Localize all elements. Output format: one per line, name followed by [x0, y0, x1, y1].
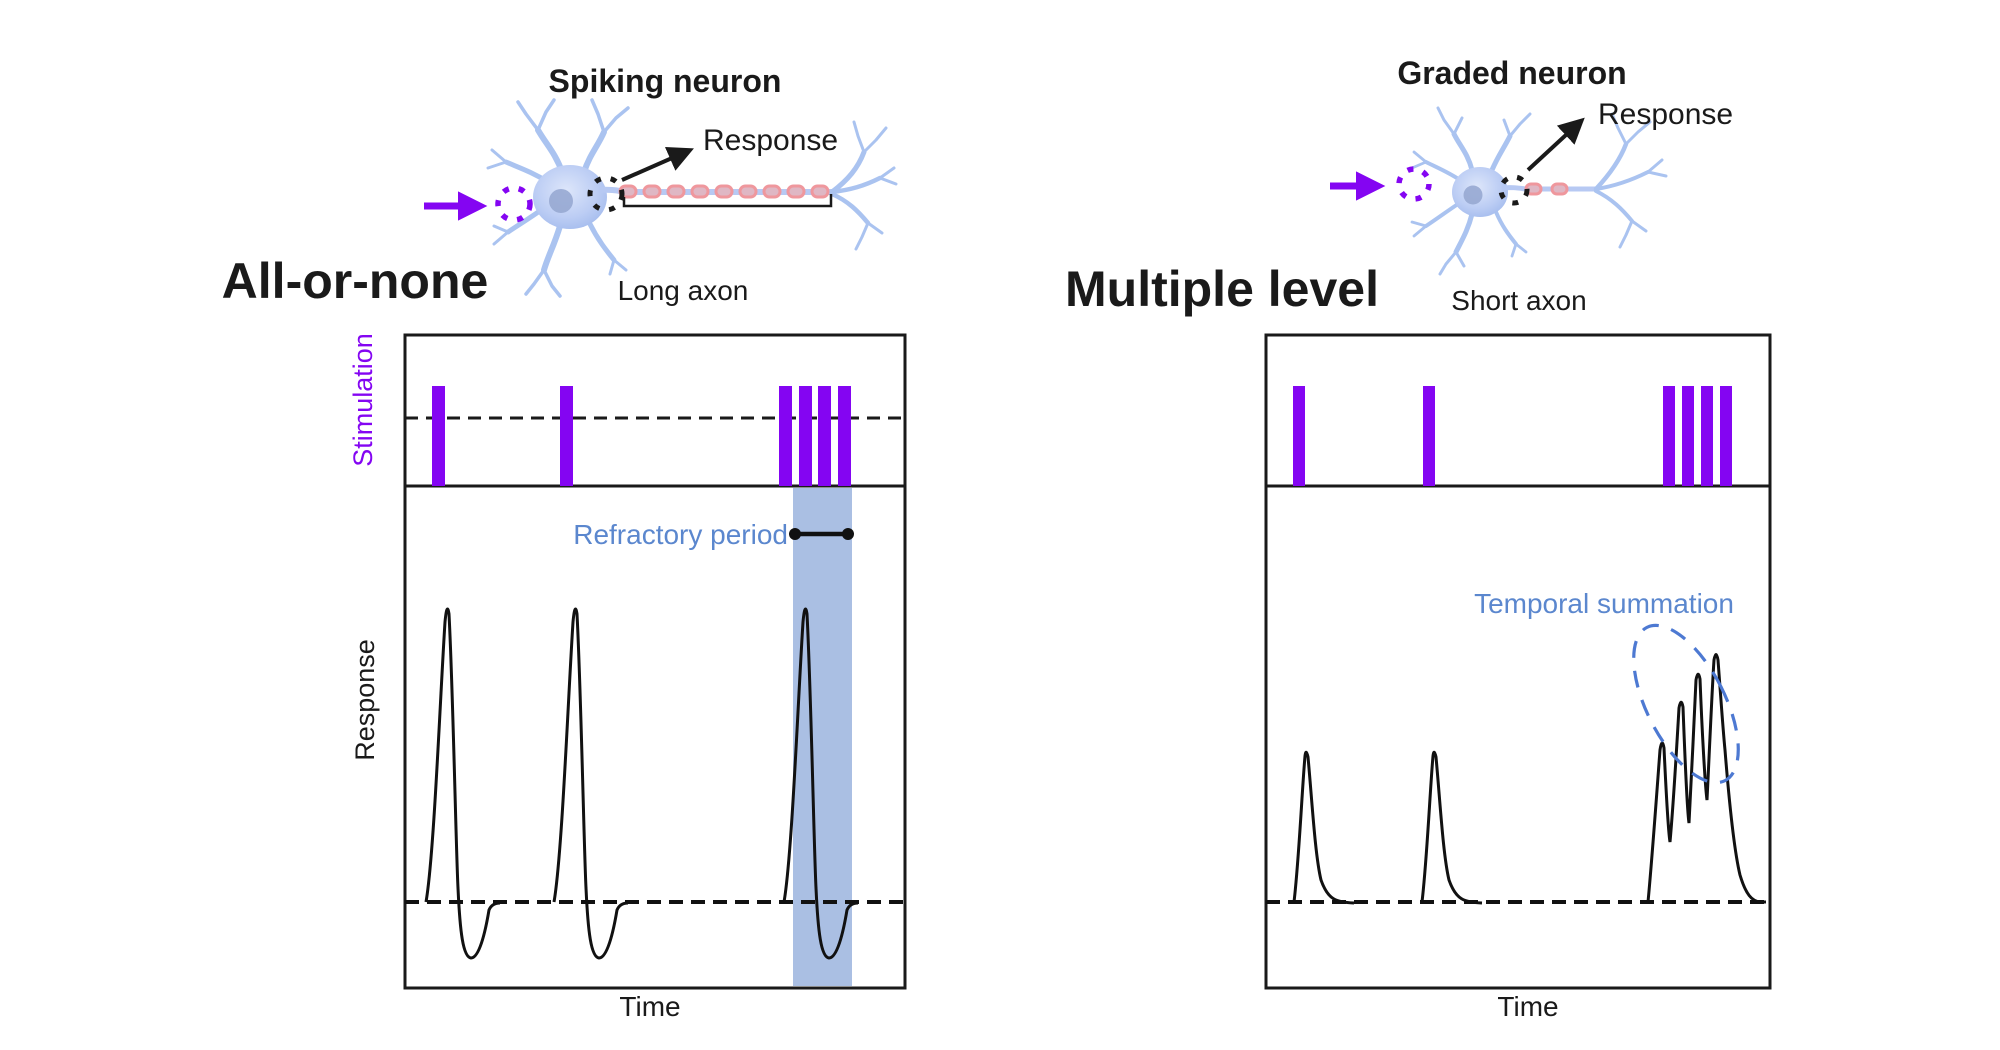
- axon-hillock-circle: [1498, 174, 1530, 206]
- left-axon-label: Long axon: [618, 275, 749, 306]
- summation-ellipse: [1632, 623, 1740, 785]
- stimulation-pulses: [1293, 386, 1732, 486]
- left-panel-title: Spiking neuron: [549, 63, 782, 99]
- left-time-axis-label: Time: [619, 991, 680, 1022]
- response-arrow: [1526, 117, 1585, 172]
- axon-hillock-circle: [587, 175, 625, 213]
- response-axis-label: Response: [350, 639, 380, 761]
- long-axon-bracket: [622, 194, 833, 208]
- left-chart-frame: [403, 333, 907, 990]
- refractory-band: [793, 488, 852, 986]
- graded-response-traces: [1292, 653, 1766, 905]
- axon-terminal-tree: [1593, 112, 1668, 249]
- left-response-label: Response: [703, 124, 838, 157]
- stimulation-pulses: [432, 386, 851, 486]
- axon-terminal-tree: [829, 120, 898, 251]
- spike-traces: [424, 607, 859, 960]
- right-response-label: Response: [1598, 98, 1733, 131]
- nucleus: [1463, 185, 1483, 205]
- left-mode-label: All-or-none: [222, 253, 489, 309]
- right-chart: [1264, 333, 1772, 990]
- myelin-segments: [618, 184, 830, 199]
- right-panel-title: Graded neuron: [1397, 55, 1626, 91]
- stimulation-axis-label: Stimulation: [348, 333, 378, 467]
- labels: Spiking neuron Graded neuron Response Re…: [222, 55, 1734, 1022]
- right-mode-label: Multiple level: [1065, 261, 1379, 317]
- left-chart: [403, 333, 907, 990]
- refractory-marker: [789, 528, 854, 540]
- stimulus-site-circle: [1396, 166, 1432, 202]
- spiking-neuron-illustration: [424, 98, 898, 298]
- stimulus-site-circle: [495, 185, 533, 223]
- temporal-summation-label: Temporal summation: [1474, 588, 1734, 619]
- refractory-period-label: Refractory period: [573, 519, 788, 550]
- dendrite-tree: [1410, 106, 1532, 276]
- right-chart-frame: [1264, 333, 1772, 990]
- graded-neuron-illustration: [1330, 106, 1668, 276]
- right-time-axis-label: Time: [1497, 991, 1558, 1022]
- response-arrow: [621, 146, 694, 182]
- dendrite-tree: [486, 98, 630, 298]
- nucleus: [549, 189, 573, 213]
- right-axon-label: Short axon: [1451, 285, 1586, 316]
- axon: [1501, 185, 1598, 192]
